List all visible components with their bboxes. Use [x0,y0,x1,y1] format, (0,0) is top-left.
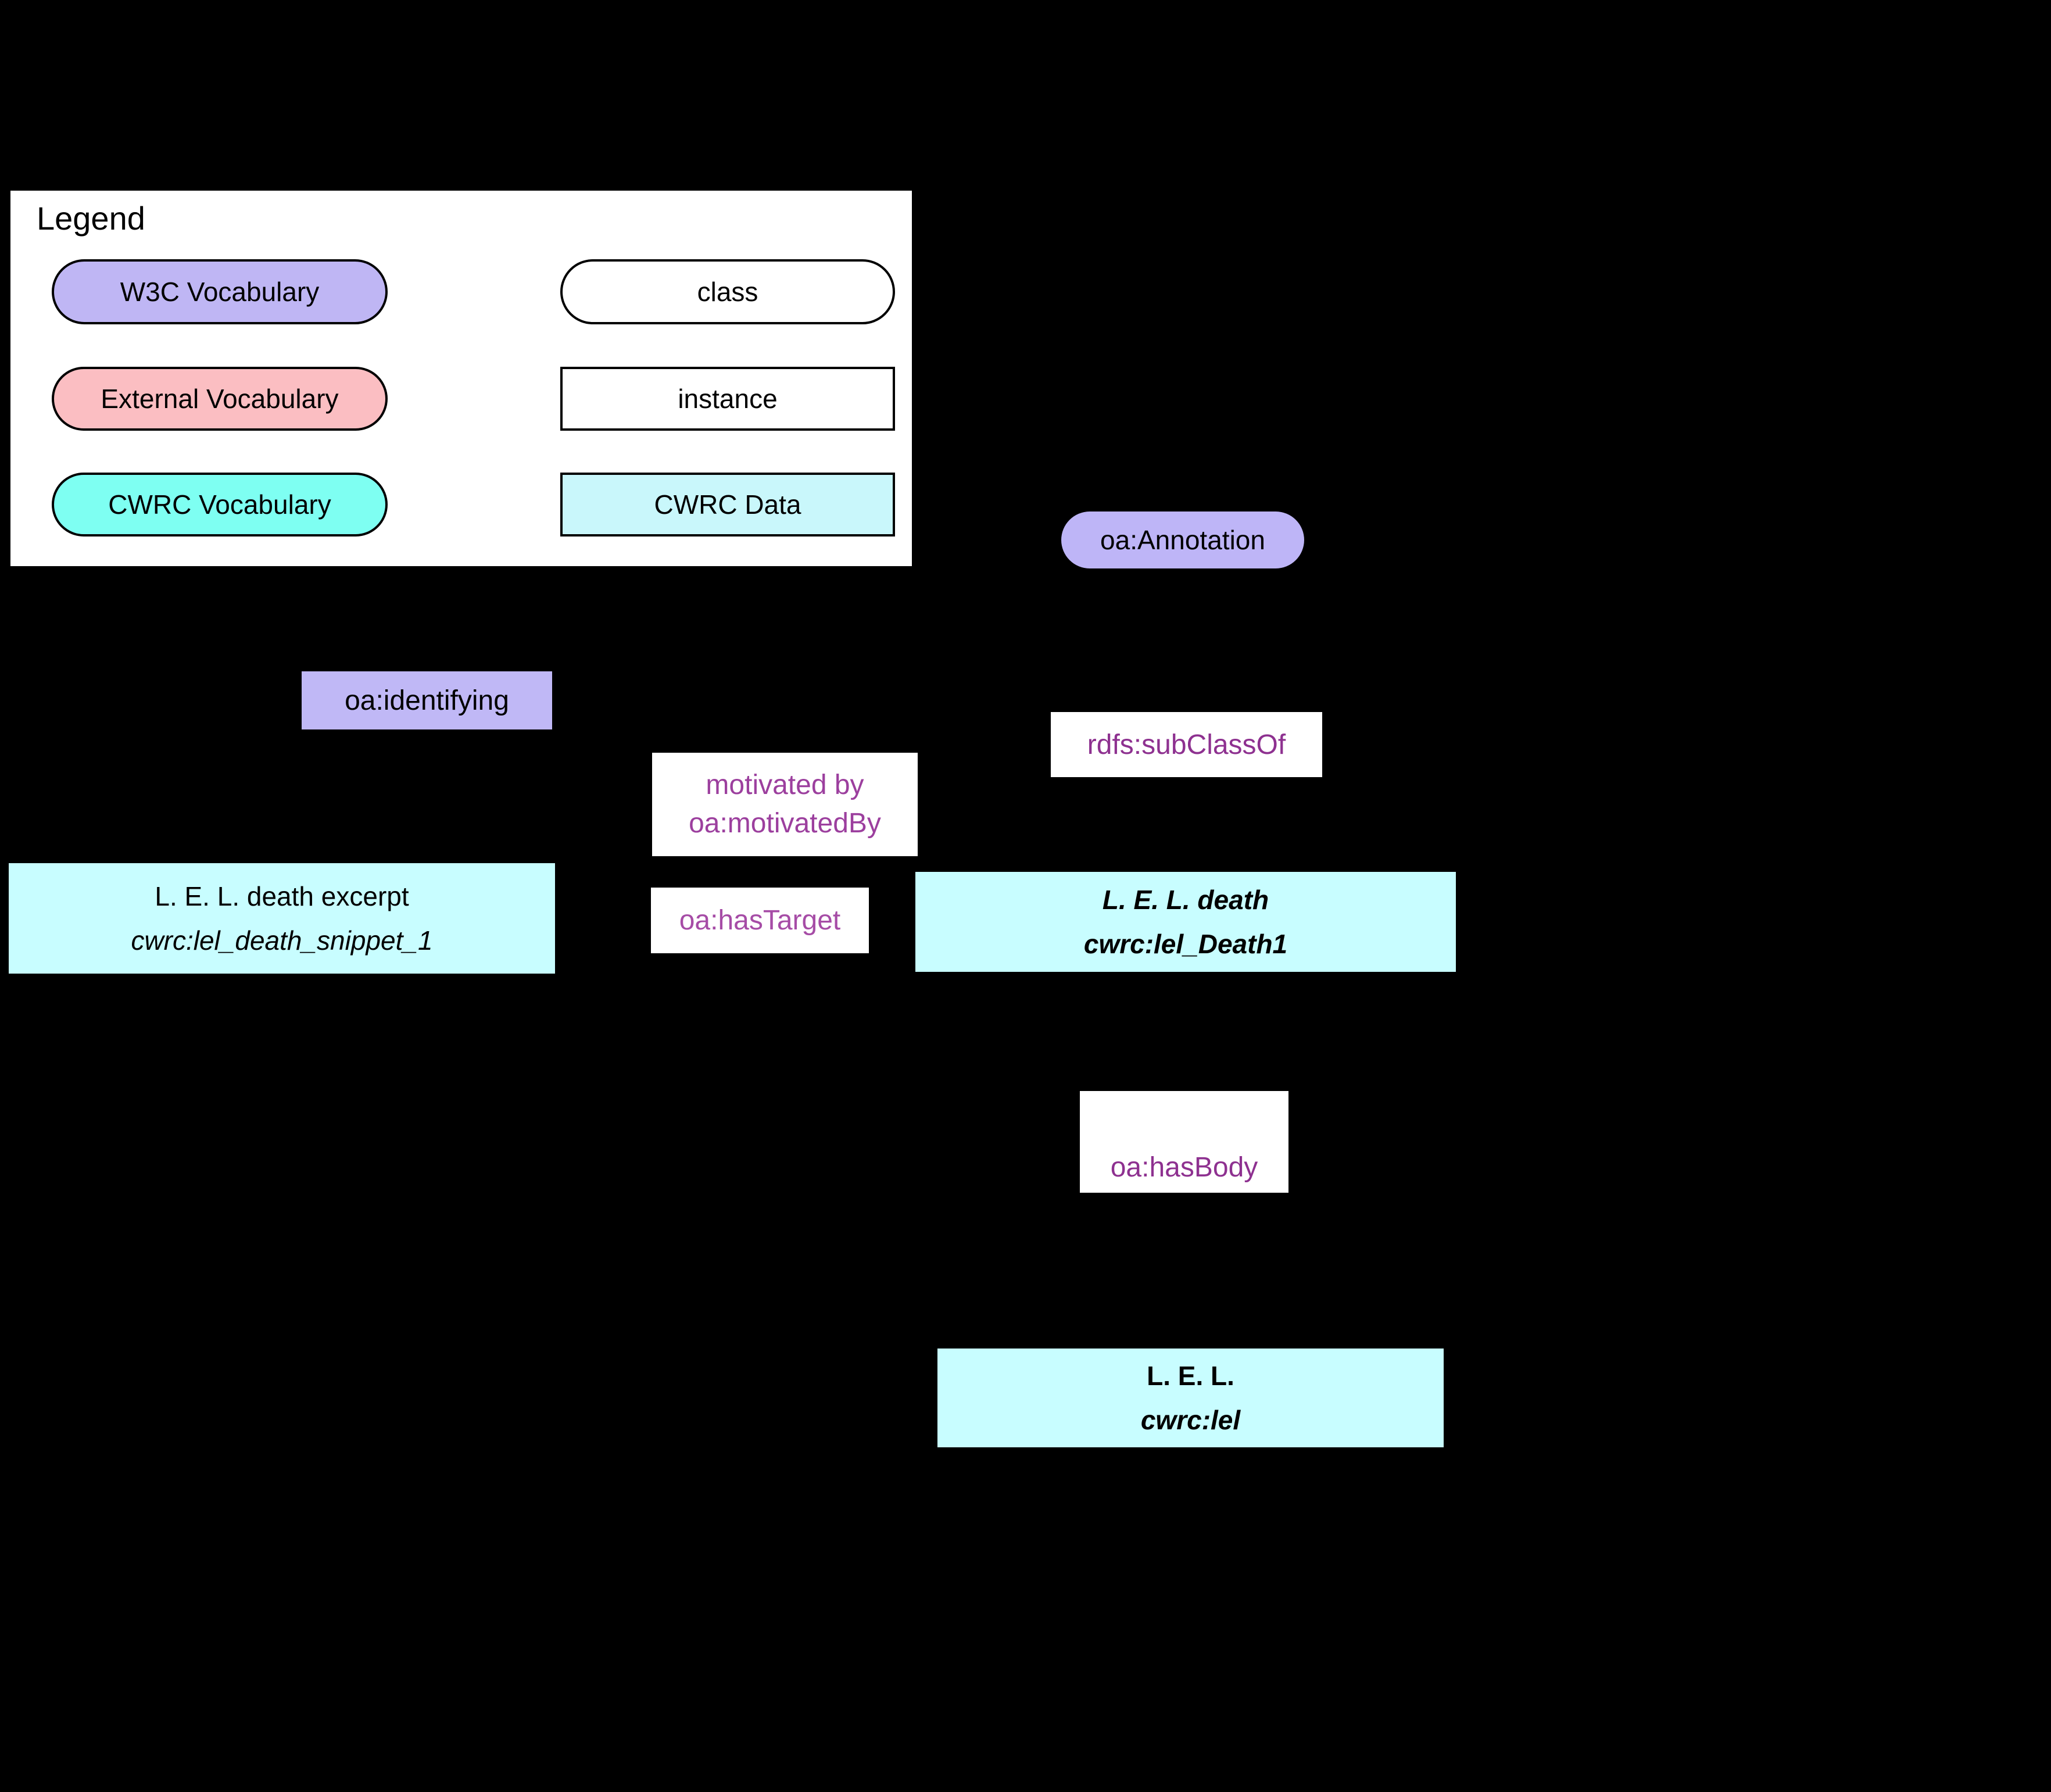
node-label: oa:Annotation [1100,525,1265,555]
legend-item-class: class [560,259,895,324]
legend-panel: Legend W3C Vocabulary class External Voc… [9,189,914,568]
edge-label-text: oa:hasBody [1110,1152,1258,1183]
edge-label-oa-motivatedby: motivated by oa:motivatedBy [652,753,918,856]
legend-item-external-vocabulary: External Vocabulary [52,367,388,431]
legend-item-label: W3C Vocabulary [120,277,320,307]
node-label-line2: cwrc:lel [1140,1405,1241,1435]
legend-item-label: instance [678,384,778,414]
node-lel-death1: L. E. L. death cwrc:lel_Death1 [914,871,1457,973]
legend-item-w3c-vocabulary: W3C Vocabulary [52,259,388,324]
node-lel-death-excerpt: L. E. L. death excerpt cwrc:lel_death_sn… [8,862,556,975]
legend-title: Legend [37,200,145,237]
edge-label-text: oa:hasTarget [679,905,841,936]
legend-item-instance: instance [560,367,895,431]
node-label-line2: cwrc:lel_death_snippet_1 [131,925,433,956]
edge-label-oa-hastarget: oa:hasTarget [651,888,869,953]
legend-item-label: CWRC Vocabulary [108,489,331,520]
node-label-line1: L. E. L. death excerpt [155,881,409,911]
node-lel: L. E. L. cwrc:lel [936,1347,1445,1448]
edge-label-text: rdfs:subClassOf [1087,729,1286,760]
legend-item-cwrc-vocabulary: CWRC Vocabulary [52,473,388,536]
edge-label-text-line2: oa:motivatedBy [689,808,881,839]
node-label-line1: L. E. L. death [1102,885,1269,915]
node-oa-identifying: oa:identifying [302,671,552,729]
edge-label-oa-hasbody: oa:hasBody [1080,1091,1288,1193]
node-oa-annotation: oa:Annotation [1061,512,1304,568]
node-label: oa:identifying [345,685,509,716]
node-label-line2: cwrc:lel_Death1 [1083,929,1288,959]
legend-item-label: External Vocabulary [101,384,339,414]
edge-label-rdfs-subclassof: rdfs:subClassOf [1051,712,1322,777]
legend-item-label: class [697,277,758,307]
edge-label-text-line1: motivated by [706,770,864,800]
node-label-line1: L. E. L. [1147,1361,1234,1391]
legend-item-cwrc-data: CWRC Data [560,473,895,536]
legend-item-label: CWRC Data [654,489,801,520]
